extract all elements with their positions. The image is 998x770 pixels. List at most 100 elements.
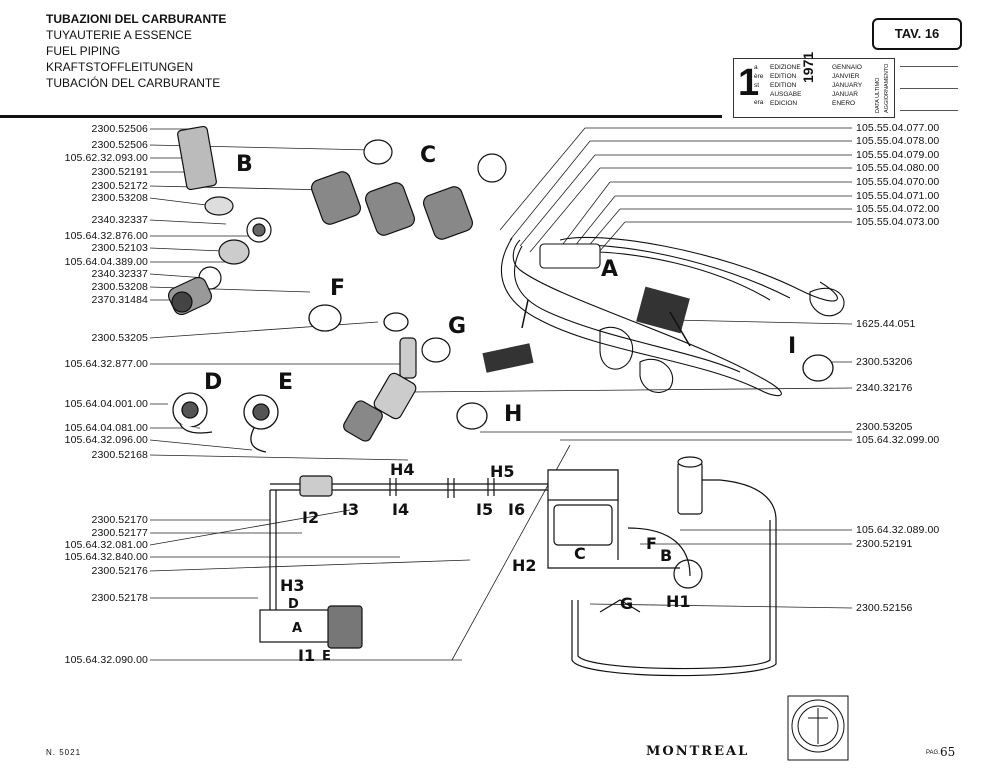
clamp-f: [308, 304, 342, 332]
table-number-badge: TAV. 16: [872, 18, 962, 50]
part-number-left: 105.62.32.093.00: [64, 152, 148, 164]
callout-h: H: [504, 402, 523, 427]
title-english: FUEL PIPING: [46, 44, 121, 58]
clamp-small: [383, 312, 409, 332]
part-number-left: 2300.52177: [91, 527, 148, 539]
part-number-left: 2300.52178: [91, 592, 148, 604]
callout-i: I: [788, 334, 797, 359]
callout-i3: I3: [342, 500, 360, 519]
callout-f: F: [330, 276, 346, 301]
part-number-left: 105.64.32.877.00: [64, 358, 148, 370]
part-number-right: 2340.32176: [856, 382, 913, 394]
part-number-left: 2340.32337: [91, 214, 148, 226]
part-number-left: 2300.52172: [91, 180, 148, 192]
part-number-left: 105.64.04.389.00: [64, 256, 148, 268]
month-fr: JANVIER: [832, 73, 860, 80]
part-number-right: 105.55.04.077.00: [856, 122, 940, 134]
page-number: 65: [940, 745, 956, 759]
alfa-romeo-emblem: [787, 695, 849, 761]
title-italian: TUBAZIONI DEL CARBURANTE: [46, 12, 227, 26]
edition-word-fr: EDITION: [770, 73, 797, 80]
part-number-left: 105.64.32.840.00: [64, 551, 148, 563]
part-number-right: 2300.53206: [856, 356, 913, 368]
part-number-right: 2300.52191: [856, 538, 913, 550]
part-number-right: 105.55.04.072.00: [856, 203, 940, 215]
callout-i5: I5: [476, 500, 494, 519]
edition-word-en: EDITION: [770, 82, 797, 89]
month-it: GENNAIO: [832, 64, 862, 71]
callout-h4: H4: [390, 460, 415, 479]
part-number-left: 105.64.04.001.00: [64, 398, 148, 410]
callout-h1: H1: [666, 592, 691, 611]
edition-word-es: EDICION: [770, 100, 798, 107]
month-es: ENERO: [832, 100, 856, 107]
month-de: JANUAR: [832, 91, 859, 98]
clamp-i: [802, 354, 834, 382]
part-number-right: 2300.52156: [856, 602, 913, 614]
callout-f2: F: [646, 534, 657, 553]
ordinal-3: st: [754, 82, 760, 89]
callout-d2: D: [288, 597, 299, 612]
part-number-left: 105.64.32.090.00: [64, 654, 148, 666]
part-number-left: 105.64.32.081.00: [64, 539, 148, 551]
part-number-left: 2300.52168: [91, 449, 148, 461]
update-line-3: [900, 110, 958, 111]
part-number-left: 105.64.32.096.00: [64, 434, 148, 446]
callout-e2: E: [322, 649, 331, 664]
sheet-number: N. 5021: [46, 748, 82, 757]
part-number-left: 2300.52506: [91, 139, 148, 151]
part-number-right: 2300.53205: [856, 421, 913, 433]
title-french: TUYAUTERIE A ESSENCE: [46, 28, 192, 42]
connector-block: [482, 343, 534, 373]
ordinal-1: a: [754, 64, 758, 71]
part-number-right: 105.55.04.078.00: [856, 135, 940, 147]
edition-box: 1 a ère st era EDIZIONE EDITION EDITION …: [733, 52, 895, 118]
part-number-left: 2300.53205: [91, 332, 148, 344]
edition-word-it: EDIZIONE: [770, 64, 801, 71]
callout-h5: H5: [490, 462, 515, 481]
callout-a: A: [601, 257, 619, 282]
clamp-h: [456, 402, 488, 430]
title-spanish: TUBACIÓN DEL CARBURANTE: [46, 76, 221, 90]
update-line-1: [900, 66, 958, 67]
part-number-left: 2300.52170: [91, 514, 148, 526]
part-number-right: 105.64.32.099.00: [856, 434, 940, 446]
callout-c: C: [420, 143, 437, 168]
callout-h2: H2: [512, 556, 537, 575]
part-number-right: 105.55.04.071.00: [856, 190, 940, 202]
part-number-right: 105.55.04.073.00: [856, 216, 940, 228]
part-number-right: 105.55.04.070.00: [856, 176, 940, 188]
model-name: MONTREAL: [646, 744, 750, 759]
ordinal-2: ère: [754, 73, 764, 80]
part-number-left: 2300.52191: [91, 166, 148, 178]
callout-h3: H3: [280, 576, 305, 595]
fuel-line-bundle: [500, 236, 845, 397]
header-rule: [0, 115, 722, 118]
update-line-2: [900, 88, 958, 89]
part-number-left: 2300.52176: [91, 565, 148, 577]
callout-e: E: [278, 370, 294, 395]
callout-c2: C: [574, 544, 586, 563]
callout-b2: B: [660, 546, 673, 565]
edition-number: 1: [738, 62, 760, 104]
part-number-left: 105.64.04.081.00: [64, 422, 148, 434]
callout-g2: G: [620, 594, 634, 613]
page-label: PAG.: [926, 750, 940, 756]
callout-i2: I2: [302, 508, 320, 527]
part-group-b: [167, 125, 272, 316]
part-number-right: 105.55.04.080.00: [856, 162, 940, 174]
part-group-c: [310, 139, 507, 240]
part-number-right: 1625.44.051: [856, 318, 916, 330]
part-number-right: 105.64.32.089.00: [856, 524, 940, 536]
ordinal-5: era: [754, 99, 764, 106]
callout-g: G: [448, 314, 467, 339]
callout-i1: I1: [298, 646, 316, 665]
callout-d: D: [204, 370, 223, 395]
rings-d-e: [172, 392, 279, 453]
banjo-assembly: [343, 337, 451, 442]
part-number-left: 2300.52103: [91, 242, 148, 254]
edition-word-de: AUSGABE: [770, 91, 802, 98]
part-number-left: 2340.32337: [91, 268, 148, 280]
